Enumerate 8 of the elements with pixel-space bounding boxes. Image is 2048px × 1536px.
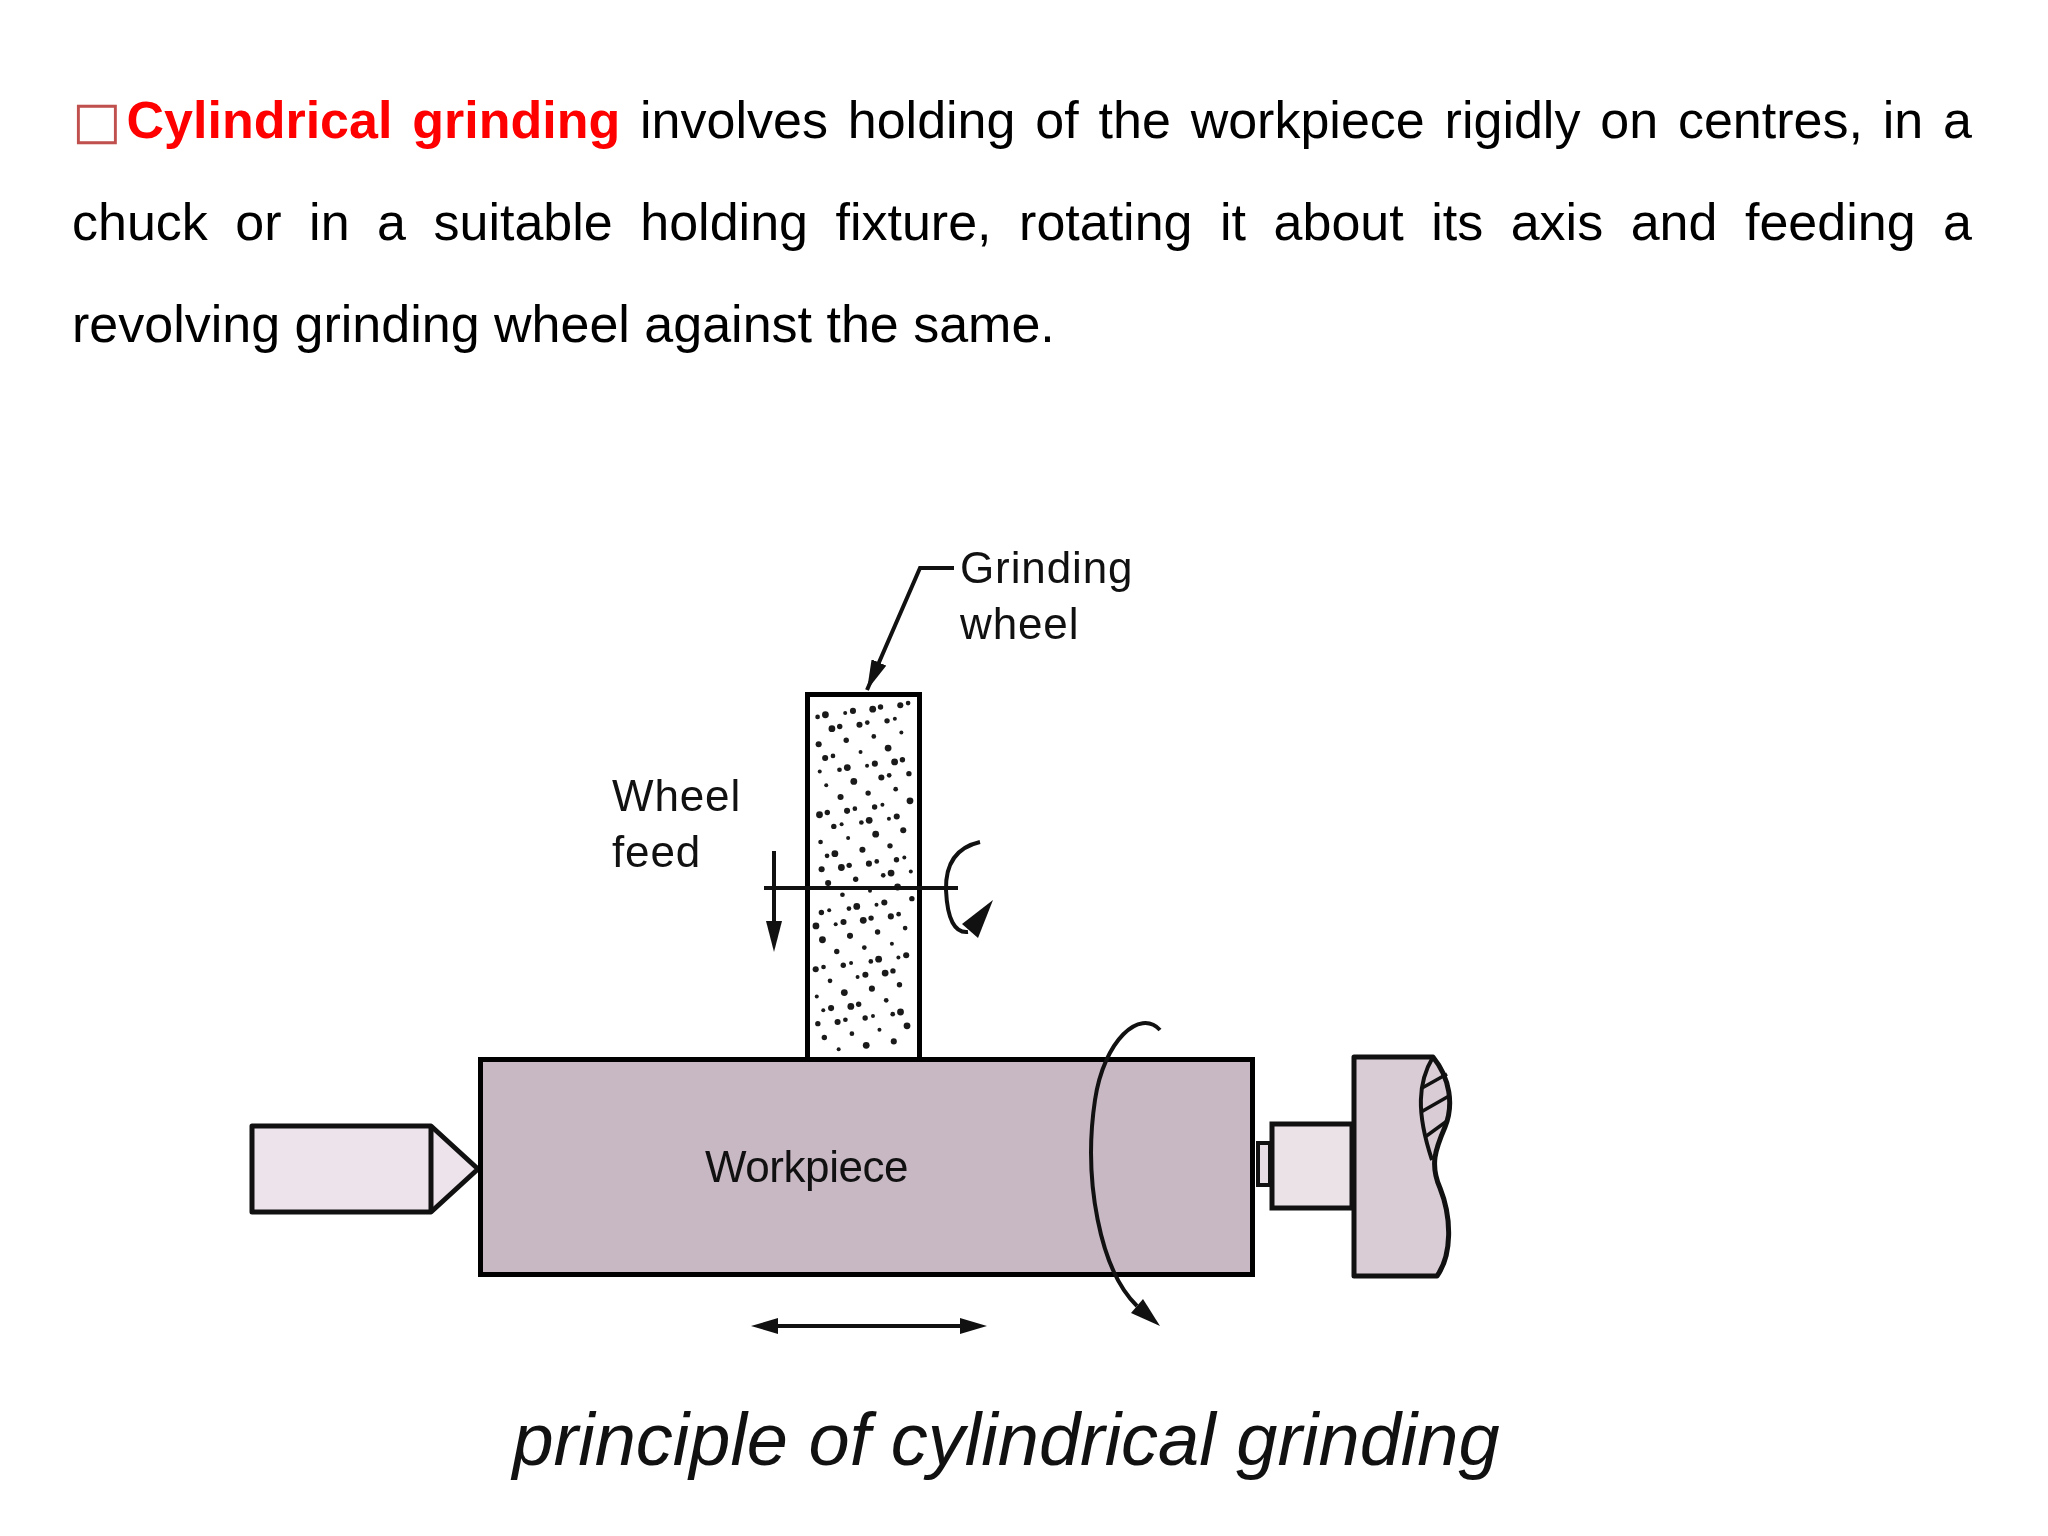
workpiece-block bbox=[478, 1057, 1255, 1277]
grinding-wheel-label: Grinding wheel bbox=[960, 540, 1175, 652]
grinding-wheel bbox=[805, 692, 922, 1057]
leader-line bbox=[865, 566, 954, 691]
figure-caption: principle of cylindrical grinding bbox=[509, 1397, 1501, 1483]
intro-paragraph: □Cylindrical grinding involves holding of the workpiece rigidly on centres, in a chuck or in a suitable holding fixture, rotating it about its axis and feeding a revolving grinding wheel against the same. bbox=[72, 89, 1972, 355]
wheel-feed-label: Wheel feed bbox=[612, 770, 743, 878]
workpiece-label: Workpiece bbox=[705, 1141, 909, 1193]
